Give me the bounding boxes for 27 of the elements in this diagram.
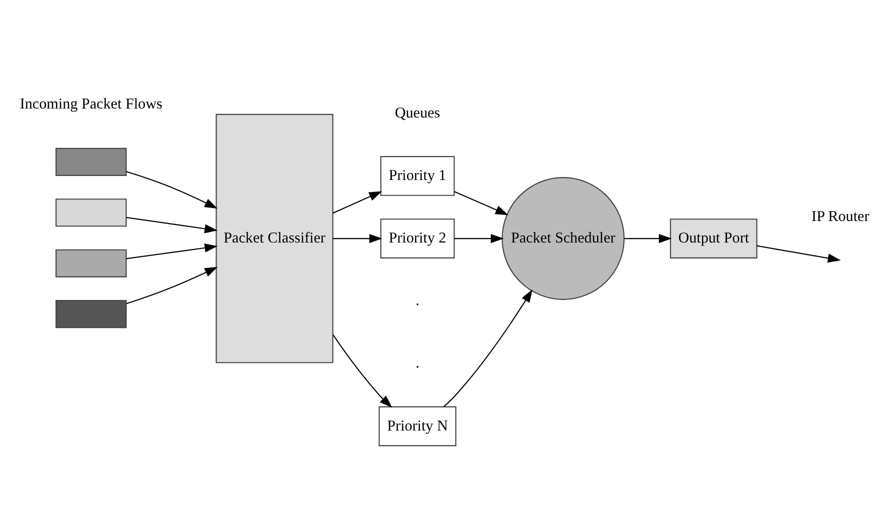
arrow — [454, 191, 508, 216]
node-box: Priority N — [378, 406, 456, 446]
arrow — [126, 243, 218, 260]
node-bar — [56, 148, 127, 176]
label: Incoming Packet Flows — [20, 96, 162, 113]
arrow — [126, 266, 218, 304]
label: . — [416, 356, 420, 372]
arrow — [332, 334, 392, 408]
arrow — [332, 191, 382, 214]
node-box: Output Port — [670, 218, 758, 258]
arrow — [332, 234, 382, 244]
node-circle: Packet Scheduler — [502, 177, 625, 300]
node-box: Packet Classifier — [216, 114, 334, 364]
arrow — [126, 171, 218, 209]
node-box: Priority 2 — [380, 218, 455, 258]
label: Queues — [394, 105, 440, 122]
arrow — [444, 289, 533, 408]
node-bar — [56, 198, 127, 227]
arrow — [756, 245, 841, 263]
arrow — [126, 216, 218, 234]
node-bar — [56, 300, 127, 328]
node-bar — [56, 249, 127, 278]
arrow — [454, 234, 504, 244]
label: . — [416, 293, 420, 310]
label: IP Router — [812, 208, 870, 225]
arrow — [624, 234, 672, 244]
node-box: Priority 1 — [380, 156, 455, 196]
